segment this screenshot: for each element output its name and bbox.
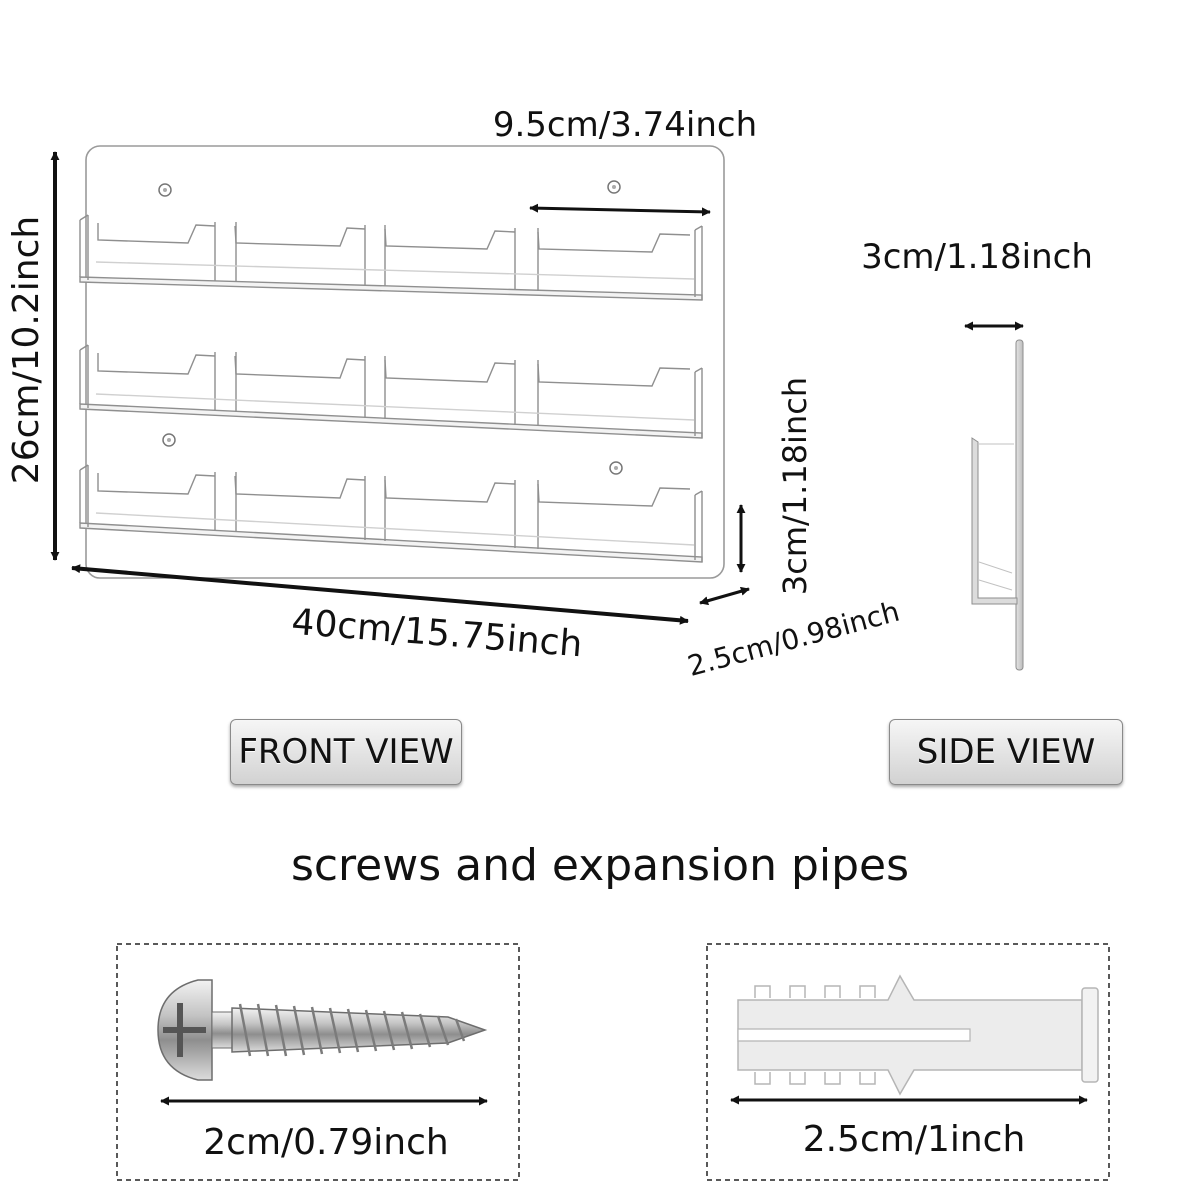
width-dimension-arrow [71, 564, 689, 625]
pipe-box [706, 943, 1110, 1181]
accessories-heading: screws and expansion pipes [290, 840, 910, 891]
side-depth-label: 3cm/1.18inch [861, 237, 1093, 277]
pocket-width-label: 9.5cm/3.74inch [493, 105, 757, 145]
depth-label: 2.5cm/0.98inch [684, 595, 903, 683]
expansion-pipe-icon [737, 974, 1099, 1096]
height-label: 26cm/10.2inch [6, 216, 47, 484]
front-view-holder [79, 145, 725, 579]
screw-icon [157, 979, 488, 1081]
screw-length-label: 2cm/0.79inch [203, 1122, 448, 1163]
pocket-row-1 [79, 214, 703, 301]
side-pocket [971, 437, 1018, 605]
side-back-panel [1015, 339, 1024, 671]
side-view-holder [971, 339, 1024, 671]
front-view-label: FRONT VIEW [230, 719, 462, 785]
depth-dimension-arrow [699, 586, 750, 606]
screw-box [116, 943, 520, 1181]
pocket-row-2 [79, 344, 703, 439]
mounting-hole-icon [158, 180, 623, 475]
side-view-label: SIDE VIEW [889, 719, 1123, 785]
pipe-length-label: 2.5cm/1inch [803, 1119, 1026, 1160]
pocket-height-label: 3cm/1.18inch [776, 377, 814, 595]
width-label: 40cm/15.75inch [290, 602, 584, 666]
pocket-row-3 [79, 464, 703, 563]
pocket-width-arrow [529, 203, 711, 217]
